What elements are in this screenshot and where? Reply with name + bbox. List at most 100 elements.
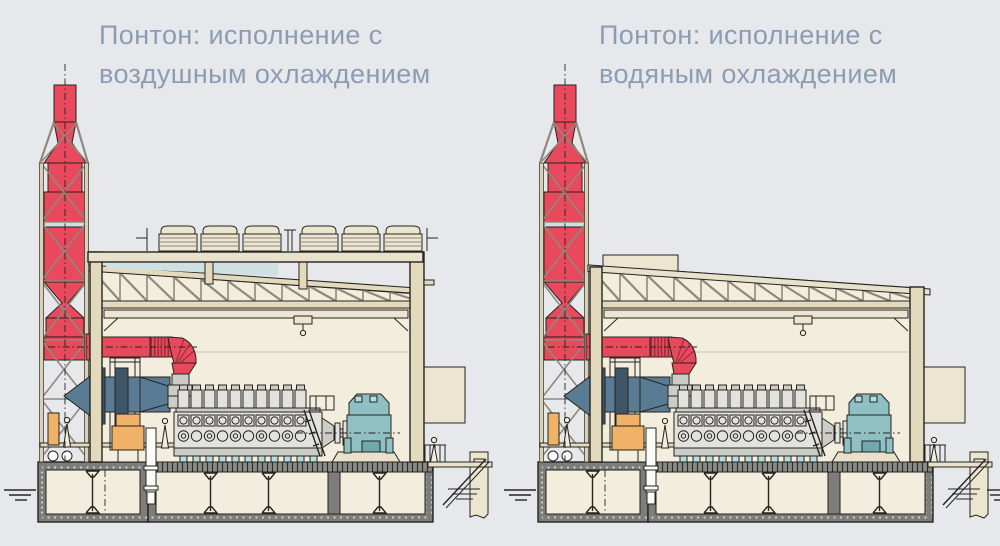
hall-props	[547, 412, 670, 505]
tower-panel	[547, 412, 560, 446]
engine-base	[173, 447, 323, 457]
variant-air-cooled	[87, 225, 438, 463]
radiator-unit	[242, 225, 282, 252]
caption-water-cooled: Понтон: исполнение с водяным охлаждением	[599, 16, 897, 94]
panel-water-cooled	[504, 64, 1000, 523]
person-figure	[562, 416, 572, 448]
radiator-unit	[341, 225, 381, 252]
roof-radiators	[136, 225, 438, 252]
platform-post	[204, 261, 214, 285]
mooring-assembly	[924, 436, 993, 519]
elbow-segments	[675, 338, 695, 363]
cylinder-heads	[677, 384, 807, 409]
crate	[111, 425, 145, 451]
exhaust-elbow	[667, 336, 697, 364]
roof-plate	[587, 264, 931, 296]
terminal-box	[361, 440, 381, 453]
generator-set	[796, 393, 901, 463]
crankcase-covers-lower	[677, 430, 807, 442]
deck-ribbed-band	[149, 461, 434, 473]
tower-panel	[47, 412, 60, 446]
generator-foot	[885, 437, 894, 454]
mooring-brace	[942, 458, 987, 506]
crane-hook-icon	[799, 329, 807, 337]
truss-diagonals	[592, 270, 919, 303]
tower-leg	[39, 162, 44, 463]
mooring-brace	[945, 461, 990, 509]
rivet-row	[42, 464, 144, 469]
auxiliary-box	[423, 366, 466, 424]
roof-truss	[87, 264, 425, 309]
caption-line: воздушным охлаждением	[99, 59, 431, 89]
mooring-assembly	[424, 436, 493, 519]
intake-cone	[63, 372, 94, 420]
caption-air-cooled: Понтон: исполнение с воздушным охлаждени…	[99, 16, 431, 94]
girder-bracket	[393, 317, 409, 332]
exhaust-elbow	[167, 336, 197, 364]
caption-line: водяным охлаждением	[599, 59, 898, 89]
radiator-platform	[87, 251, 424, 263]
rivet-row	[539, 470, 545, 514]
hall-column-left	[89, 251, 103, 463]
generator-vent	[854, 395, 863, 403]
caption-line: Понтон: исполнение с	[99, 20, 383, 50]
caption-line: Понтон: исполнение с	[599, 20, 883, 50]
radiator-unit	[299, 225, 339, 252]
engine-end-platform	[809, 395, 835, 411]
auxiliary-box	[923, 366, 966, 424]
generator-foot	[343, 437, 352, 454]
crate-lid	[115, 413, 141, 427]
water-ripples-icon	[948, 488, 980, 500]
truss-bottom-chord	[590, 300, 921, 309]
elbow-segments	[175, 338, 195, 363]
person-figure	[429, 436, 439, 463]
lattice-tower	[38, 121, 90, 463]
terminal-box	[861, 440, 881, 453]
rivet-row	[542, 464, 644, 469]
cylinder-heads	[177, 384, 307, 409]
pontoon-main-tank-interior	[155, 471, 426, 515]
rivet-row	[926, 474, 932, 514]
tower-leg	[38, 121, 56, 164]
pontoon-ibeam	[372, 472, 388, 514]
diesel-engine	[673, 384, 835, 463]
crane-girder	[603, 309, 909, 319]
radiator-unit	[383, 225, 423, 252]
generator-foundation	[831, 451, 901, 463]
radiator-unit	[200, 225, 240, 252]
mooring-brace	[442, 458, 487, 506]
tower-leg	[539, 162, 544, 463]
hall-column-right	[909, 286, 925, 463]
tower-leg	[584, 162, 589, 463]
water-ripples-icon	[448, 488, 480, 500]
pipe-coil	[47, 450, 59, 462]
eave-stub	[423, 279, 435, 286]
pontoon-ibeam	[872, 472, 888, 514]
mooring-brace	[445, 461, 490, 509]
intake-duct-segment	[104, 376, 116, 413]
tower-leg	[74, 121, 90, 164]
camshaft-rail	[175, 407, 321, 413]
pipe-coil	[61, 450, 73, 462]
crane-girder	[103, 309, 409, 319]
rivet-row	[542, 515, 930, 521]
hall-column-left	[589, 266, 603, 463]
water-level-icon	[987, 489, 1000, 501]
pontoon-ibeam	[85, 470, 101, 514]
generator-foot	[843, 437, 852, 454]
truss-verticals	[619, 273, 891, 301]
generator-vent	[869, 395, 878, 403]
pontoon-ibeam	[585, 470, 601, 514]
variant-water-cooled	[587, 254, 1000, 501]
truss-verticals	[119, 273, 391, 301]
girder-bracket	[603, 317, 619, 332]
platform-post	[298, 261, 308, 290]
truss-diagonals	[92, 270, 419, 303]
pontoon-bulkhead	[827, 471, 841, 515]
deck-ribbed-band	[649, 461, 934, 473]
crate	[611, 425, 645, 451]
truss-bottom-chord	[90, 300, 421, 309]
crankcase-covers-lower	[177, 430, 307, 442]
tower-leg	[84, 162, 89, 463]
